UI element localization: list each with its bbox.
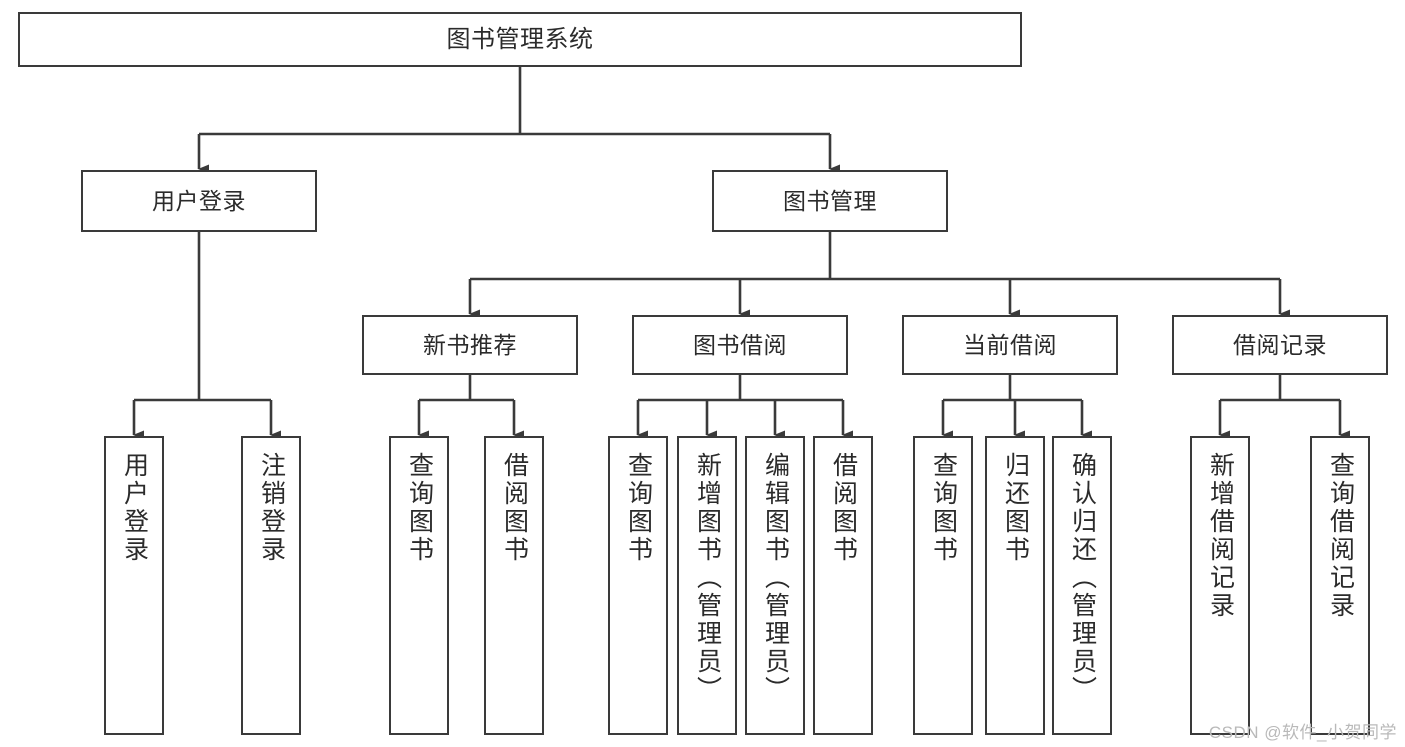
node-records[interactable]: 借阅记录 (1172, 315, 1388, 375)
node-label: 借阅图书 (500, 452, 529, 564)
node-label: 归还图书 (1001, 452, 1030, 564)
node-leaf-borrow-2[interactable]: 新增图书（管理员） (677, 436, 737, 735)
node-leaf-new-2[interactable]: 借阅图书 (484, 436, 544, 735)
node-label: 新增图书（管理员） (693, 452, 722, 704)
node-label: 图书借阅 (693, 331, 787, 358)
node-bookmgmt[interactable]: 图书管理 (712, 170, 948, 232)
node-leaf-cur-2[interactable]: 归还图书 (985, 436, 1045, 735)
node-label: 注销登录 (257, 452, 286, 564)
node-label: 查询图书 (929, 452, 958, 564)
node-label: 查询借阅记录 (1326, 452, 1355, 620)
node-leaf-rec-2[interactable]: 查询借阅记录 (1310, 436, 1370, 735)
node-label: 新增借阅记录 (1206, 452, 1235, 620)
node-label: 当前借阅 (963, 331, 1057, 358)
node-root[interactable]: 图书管理系统 (18, 12, 1022, 67)
node-leaf-cur-3[interactable]: 确认归还（管理员） (1052, 436, 1112, 735)
node-newbook[interactable]: 新书推荐 (362, 315, 578, 375)
node-leaf-borrow-4[interactable]: 借阅图书 (813, 436, 873, 735)
node-label: 图书管理 (783, 187, 877, 214)
node-leaf-borrow-3[interactable]: 编辑图书（管理员） (745, 436, 805, 735)
node-leaf-new-1[interactable]: 查询图书 (389, 436, 449, 735)
node-leaf-rec-1[interactable]: 新增借阅记录 (1190, 436, 1250, 735)
node-borrow[interactable]: 图书借阅 (632, 315, 848, 375)
node-label: 用户登录 (152, 187, 246, 214)
node-label: 借阅图书 (829, 452, 858, 564)
node-login[interactable]: 用户登录 (81, 170, 317, 232)
node-leaf-cur-1[interactable]: 查询图书 (913, 436, 973, 735)
node-label: 查询图书 (405, 452, 434, 564)
node-label: 借阅记录 (1233, 331, 1327, 358)
watermark-label: CSDN @软件_小贺同学 (1208, 723, 1397, 742)
node-leaf-login-1[interactable]: 用户登录 (104, 436, 164, 735)
node-leaf-borrow-1[interactable]: 查询图书 (608, 436, 668, 735)
node-leaf-login-2[interactable]: 注销登录 (241, 436, 301, 735)
node-label: 查询图书 (624, 452, 653, 564)
node-label: 用户登录 (120, 452, 149, 564)
node-label: 图书管理系统 (446, 25, 594, 53)
node-label: 编辑图书（管理员） (761, 452, 790, 704)
node-label: 新书推荐 (423, 331, 517, 358)
node-current[interactable]: 当前借阅 (902, 315, 1118, 375)
node-label: 确认归还（管理员） (1068, 452, 1097, 704)
